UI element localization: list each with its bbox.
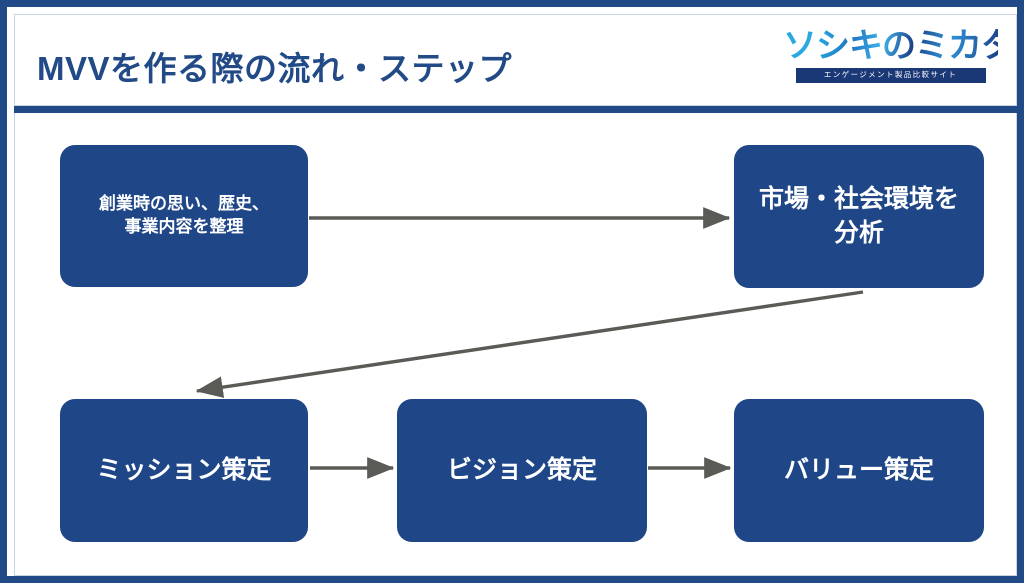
- node-origin-label: 創業時の思い、歴史、 事業内容を整理: [99, 193, 269, 239]
- logo-tagline: エンゲージメント製品比較サイト: [823, 70, 958, 80]
- node-vision[interactable]: ビジョン策定: [397, 399, 647, 542]
- node-market-label: 市場・社会環境を 分析: [759, 183, 959, 251]
- node-vision-label: ビジョン策定: [446, 455, 597, 484]
- node-mission-label: ミッション策定: [96, 455, 272, 484]
- node-mission[interactable]: ミッション策定: [60, 399, 308, 542]
- header-divider: [14, 106, 1017, 113]
- node-value[interactable]: バリュー策定: [734, 399, 984, 542]
- logo-wordmark: ソシキのミカタ: [783, 27, 1015, 65]
- node-origin-label-line1: 創業時の思い、歴史、: [99, 194, 269, 214]
- node-market-label-line2: 分析: [833, 218, 884, 247]
- node-market[interactable]: 市場・社会環境を 分析: [734, 145, 984, 288]
- logo-tagline-bar: エンゲージメント製品比較サイト: [795, 67, 986, 83]
- slide-header: MVVを作る際の流れ・ステップ ソシキのミカタ エンゲージメント製品比較サイト: [14, 14, 1017, 106]
- site-logo: ソシキのミカタ エンゲージメント製品比較サイト: [783, 27, 1015, 83]
- node-market-label-line1: 市場・社会環境を: [758, 184, 959, 213]
- node-value-label: バリュー策定: [783, 455, 934, 484]
- page-title: MVVを作る際の流れ・ステップ: [37, 50, 513, 87]
- node-origin-label-line2: 事業内容を整理: [124, 217, 244, 236]
- node-origin[interactable]: 創業時の思い、歴史、 事業内容を整理: [60, 145, 308, 287]
